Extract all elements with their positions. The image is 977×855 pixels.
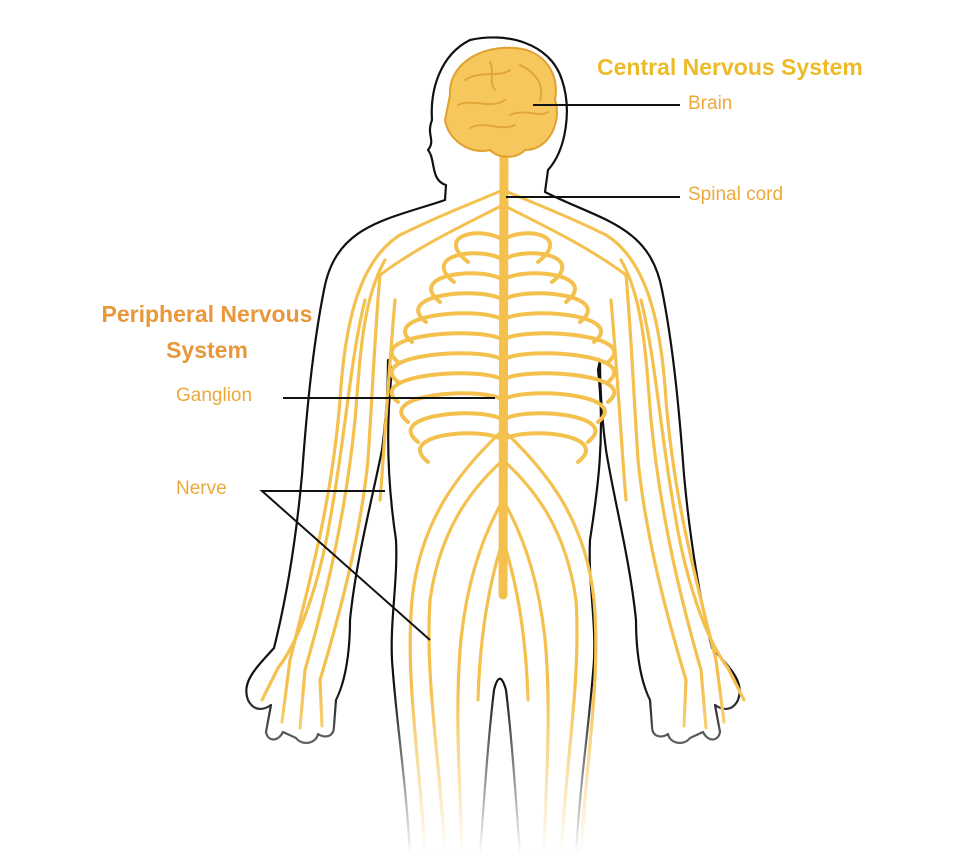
pns-heading-line2: System [166,336,248,363]
peripheral-nervous-system-heading: Peripheral Nervous System [80,297,334,368]
nerve-label: Nerve [176,478,227,499]
central-nervous-system-heading: Central Nervous System [597,54,863,80]
ganglion-label: Ganglion [176,385,253,406]
brain-label: Brain [688,93,733,114]
spinal-cord-label: Spinal cord [688,184,784,205]
pns-heading-line1: Peripheral Nervous [101,301,313,327]
